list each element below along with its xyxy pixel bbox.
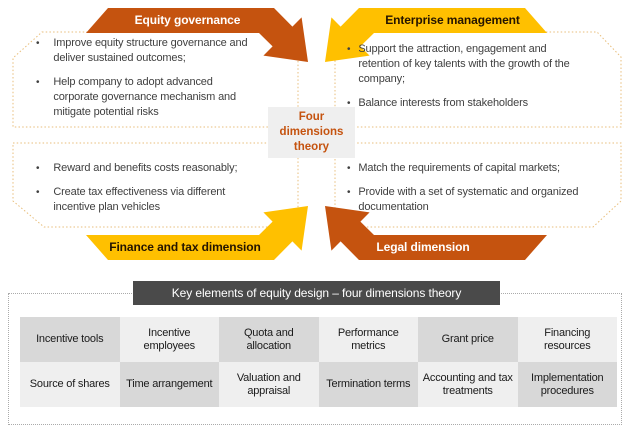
equity-governance-bullets: Improve equity structure governance and … <box>30 36 285 129</box>
enterprise-management-title: Enterprise management <box>385 13 520 27</box>
bullet-text: Help company to adopt advanced corporate… <box>53 76 236 118</box>
enterprise-management-arrow <box>325 8 547 62</box>
legal-dimension-arrow <box>325 206 547 260</box>
finance-tax-bullets: Reward and benefits costs reasonably; Cr… <box>30 161 285 224</box>
center-box-label: Four dimensions theory <box>268 107 355 158</box>
bullet-text: Provide with a set of systematic and org… <box>358 186 579 213</box>
bullet-item: Support the attraction, engagement and r… <box>345 42 605 87</box>
table-cell: Incentive employees <box>119 317 219 362</box>
table-cell: Financing resources <box>517 317 617 362</box>
legal-dimension-bullets: Match the requirements of capital market… <box>345 161 605 224</box>
equity-governance-title: Equity governance <box>134 13 241 27</box>
bullet-item: Reward and benefits costs reasonably; <box>30 161 285 176</box>
key-elements-title: Key elements of equity design – four dim… <box>133 281 500 305</box>
table-cell: Incentive tools <box>20 317 120 362</box>
table-cell: Source of shares <box>20 362 120 407</box>
center-box-text: Four dimensions theory <box>279 111 344 153</box>
finance-tax-arrow <box>86 206 308 260</box>
bullet-text: Match the requirements of capital market… <box>358 162 560 174</box>
table-cell: Valuation and appraisal <box>219 362 319 407</box>
table-cell: Grant price <box>418 317 518 362</box>
bullet-text: Balance interests from stakeholders <box>358 97 528 109</box>
bullet-item: Provide with a set of systematic and org… <box>345 185 605 215</box>
bullet-text: Support the attraction, engagement and r… <box>358 43 570 85</box>
equity-governance-arrow <box>86 8 308 62</box>
bullet-text: Improve equity structure governance and … <box>53 37 248 64</box>
bullet-text: Create tax effectiveness via different i… <box>53 186 226 213</box>
table-cell: Performance metrics <box>318 317 418 362</box>
table-cell: Time arrangement <box>119 362 219 407</box>
table-cell: Quota and allocation <box>219 317 319 362</box>
bullet-item: Match the requirements of capital market… <box>345 161 605 176</box>
bullet-text: Reward and benefits costs reasonably; <box>53 162 238 174</box>
finance-tax-title: Finance and tax dimension <box>109 240 261 254</box>
table-cell: Termination terms <box>318 362 418 407</box>
key-elements-grid: Incentive tools Incentive employees Quot… <box>20 317 617 407</box>
table-cell: Implementation procedures <box>517 362 617 407</box>
bullet-item: Improve equity structure governance and … <box>30 36 285 66</box>
bullet-item: Create tax effectiveness via different i… <box>30 185 285 215</box>
table-cell: Accounting and tax treatments <box>418 362 518 407</box>
bullet-item: Help company to adopt advanced corporate… <box>30 75 285 120</box>
bullet-item: Balance interests from stakeholders <box>345 96 605 111</box>
legal-dimension-title: Legal dimension <box>376 240 470 254</box>
enterprise-management-bullets: Support the attraction, engagement and r… <box>345 42 605 120</box>
